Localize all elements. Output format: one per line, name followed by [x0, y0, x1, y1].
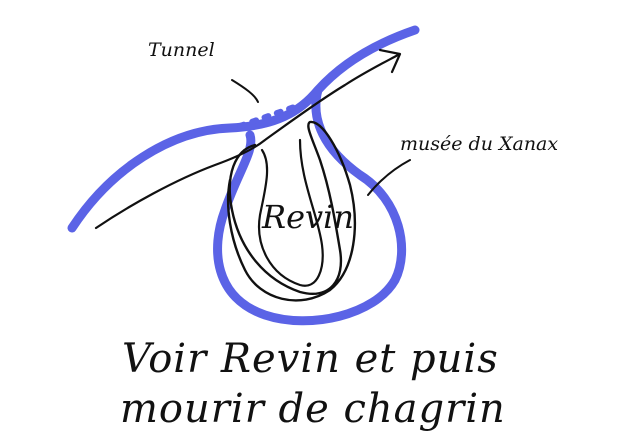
river-meander: [67, 25, 420, 326]
tunnel-label: Tunnel: [148, 39, 215, 61]
arrow-head-icon: [378, 48, 402, 74]
tunnel-pointer-line: [231, 79, 259, 103]
town-label: Revin: [261, 198, 354, 236]
town-outline-inner: [257, 138, 324, 287]
museum-label: musée du Xanax: [400, 133, 558, 155]
caption-line-1: Voir Revin et puis: [122, 336, 499, 382]
town-outline-outer: [227, 120, 356, 302]
tunnel-dotted-segment: [237, 95, 323, 129]
route-line: [94, 53, 400, 230]
caption-line-2: mourir de chagrin: [120, 386, 506, 432]
museum-pointer-line: [367, 159, 411, 196]
